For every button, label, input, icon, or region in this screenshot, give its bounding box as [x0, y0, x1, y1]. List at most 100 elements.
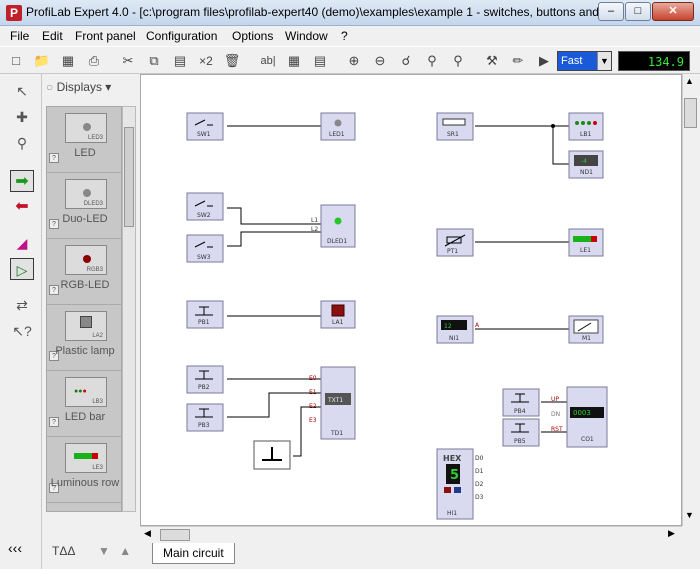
move-down-icon[interactable]: ▼	[98, 544, 110, 558]
menu-edit[interactable]: Edit	[42, 29, 63, 43]
component-pb4[interactable]: PB4	[502, 388, 540, 417]
maximize-button[interactable]: □	[625, 2, 651, 21]
cut-icon[interactable]: ✂	[122, 53, 134, 68]
menu-window[interactable]: Window	[285, 29, 328, 43]
collapse-button[interactable]: ‹‹‹	[8, 540, 22, 556]
menu-configuration[interactable]: Configuration	[146, 29, 218, 43]
text-tool-icon[interactable]: TΔΔ	[52, 544, 75, 558]
component-m1[interactable]: M1	[568, 315, 604, 344]
duplicate-button[interactable]: ×2	[199, 54, 213, 68]
move-up-icon[interactable]: ▲	[119, 544, 132, 558]
library-item-label: LED	[74, 147, 96, 159]
compile-icon[interactable]: ⚒	[486, 53, 498, 68]
component-td1[interactable]: TXT1 E0 E1 E2 E3 TD1	[309, 366, 356, 440]
scroll-up-icon[interactable]: ▲	[685, 76, 694, 86]
component-hi1[interactable]: HEX 5 D0 D1 D2 D3 HI1	[436, 448, 484, 520]
speed-select[interactable]: Fast ▼	[557, 51, 612, 71]
help-icon[interactable]: ?	[49, 219, 59, 229]
component-pb1[interactable]: PB1	[186, 300, 224, 329]
component-co1[interactable]: 0003 UP DN RST CO1	[551, 386, 608, 448]
scroll-right-icon[interactable]: ▶	[668, 528, 675, 538]
component-sw3[interactable]: SW3	[186, 234, 224, 263]
component-pb5[interactable]: PB5	[502, 418, 540, 447]
help-icon[interactable]: ?	[49, 153, 59, 163]
library-item-plastic-lamp[interactable]: LA2 ? Plastic lamp	[47, 305, 121, 371]
library-item-luminous-row[interactable]: LE3 ? Luminous row	[47, 437, 121, 503]
scroll-thumb[interactable]	[124, 127, 134, 227]
title-bar: P ProfiLab Expert 4.0 - [c:\program file…	[0, 0, 700, 26]
wire-tool-icon[interactable]: ✚	[16, 109, 28, 125]
menu-bar: File Edit Front panel Configuration Opti…	[0, 26, 700, 46]
pointer-icon[interactable]: ↖	[16, 83, 28, 99]
scroll-thumb[interactable]	[684, 98, 697, 128]
open-folder-icon[interactable]: 📁	[33, 53, 51, 68]
zoom-out-icon[interactable]: ⊖	[374, 53, 386, 68]
library-category-select[interactable]: ○ Displays ▾	[46, 80, 136, 100]
pin-label: L1	[311, 217, 318, 224]
component-pb3[interactable]: PB3	[186, 403, 224, 432]
close-button[interactable]: ✕	[652, 2, 694, 21]
tab-main-circuit[interactable]: Main circuit	[152, 543, 235, 564]
component-pt1[interactable]: PT1	[436, 228, 474, 257]
step-icon[interactable]: ▷	[10, 258, 34, 280]
component-dled1[interactable]: L1 L2 DLED1	[311, 204, 356, 248]
library-item-rgb-led[interactable]: RGB3 ? RGB-LED	[47, 239, 121, 305]
new-file-icon[interactable]: □	[12, 53, 20, 68]
run-icon[interactable]: ▶	[539, 53, 549, 68]
probe-icon[interactable]: ✏	[512, 53, 524, 68]
help-icon[interactable]: ?	[49, 285, 59, 295]
menu-options[interactable]: Options	[232, 29, 274, 43]
circuit-canvas[interactable]: SW1 LED1 SW2 SW3 L1 L2 DLED1 PB1	[140, 74, 682, 526]
component-le1[interactable]: LE1	[568, 228, 604, 257]
scroll-down-icon[interactable]: ▼	[685, 510, 694, 520]
toolbar: □ 📁 ▦ ⎙ ✂ ⧉ ▤ ×2 🗑 ab| ▦ ▤ ⊕ ⊖ ☌ ⚲ ⚲ ⚒ ✏…	[0, 46, 700, 89]
component-sw1[interactable]: SW1	[186, 112, 224, 141]
zoom-fit-icon[interactable]: ☌	[401, 53, 411, 68]
zoom-area-icon[interactable]: ⚲	[427, 53, 437, 68]
zoom-in-icon[interactable]: ⊕	[348, 53, 360, 68]
paste-icon[interactable]: ▤	[173, 53, 187, 68]
ground-symbol[interactable]	[253, 440, 291, 470]
help-icon[interactable]: ?	[49, 417, 59, 427]
copy-icon[interactable]: ⧉	[149, 53, 159, 68]
component-label: NI1	[449, 335, 459, 342]
zoom-tool-icon[interactable]: ⚲	[16, 135, 28, 151]
text-button[interactable]: ab|	[260, 55, 276, 67]
swap-icon[interactable]: ⇄	[16, 297, 28, 313]
component-lb1[interactable]: LB1	[568, 112, 604, 141]
menu-front-panel[interactable]: Front panel	[75, 29, 136, 43]
library-scrollbar[interactable]	[122, 106, 136, 512]
print-icon[interactable]: ⎙	[88, 53, 100, 68]
help-pointer-icon[interactable]: ↖?	[12, 323, 32, 339]
component-nd1[interactable]: -4 ND1	[568, 150, 604, 179]
component-led1[interactable]: LED1	[320, 112, 356, 141]
stop-simulation-icon[interactable]: ⬅	[15, 198, 29, 215]
page-icon[interactable]: ▤	[313, 53, 327, 68]
vertical-scrollbar[interactable]: ▲ ▼	[682, 74, 699, 526]
save-icon[interactable]: ▦	[61, 53, 75, 68]
library-item-led-bar[interactable]: ●●●LB3 ? LED bar	[47, 371, 121, 437]
zoom-reset-icon[interactable]: ⚲	[453, 53, 463, 68]
start-simulation-icon[interactable]: ➡	[10, 170, 34, 192]
component-la1[interactable]: LA1	[320, 300, 356, 329]
minimize-button[interactable]: –	[598, 2, 624, 21]
chevron-down-icon[interactable]: ▼	[597, 52, 611, 70]
menu-file[interactable]: File	[10, 29, 30, 43]
grid-icon[interactable]: ▦	[287, 53, 301, 68]
library-item-led[interactable]: LED3 ? LED	[47, 107, 121, 173]
signal-icon[interactable]: ◢	[16, 235, 28, 251]
scroll-left-icon[interactable]: ◀	[144, 528, 151, 538]
pin-label: E1	[309, 389, 317, 396]
component-pb2[interactable]: PB2	[186, 365, 224, 394]
library-item-duo-led[interactable]: DLED3 ? Duo-LED	[47, 173, 121, 239]
menu-help[interactable]: ?	[341, 29, 348, 43]
component-ni1[interactable]: 12 A NI1	[436, 315, 480, 344]
scroll-thumb[interactable]	[160, 529, 190, 541]
delete-icon[interactable]: 🗑	[223, 53, 241, 68]
component-label: SR1	[447, 131, 459, 138]
component-sw2[interactable]: SW2	[186, 192, 224, 221]
help-icon[interactable]: ?	[49, 483, 59, 493]
component-sr1[interactable]: SR1	[436, 112, 474, 141]
horizontal-scrollbar[interactable]: ◀ ▶	[140, 526, 682, 543]
help-icon[interactable]: ?	[49, 351, 59, 361]
